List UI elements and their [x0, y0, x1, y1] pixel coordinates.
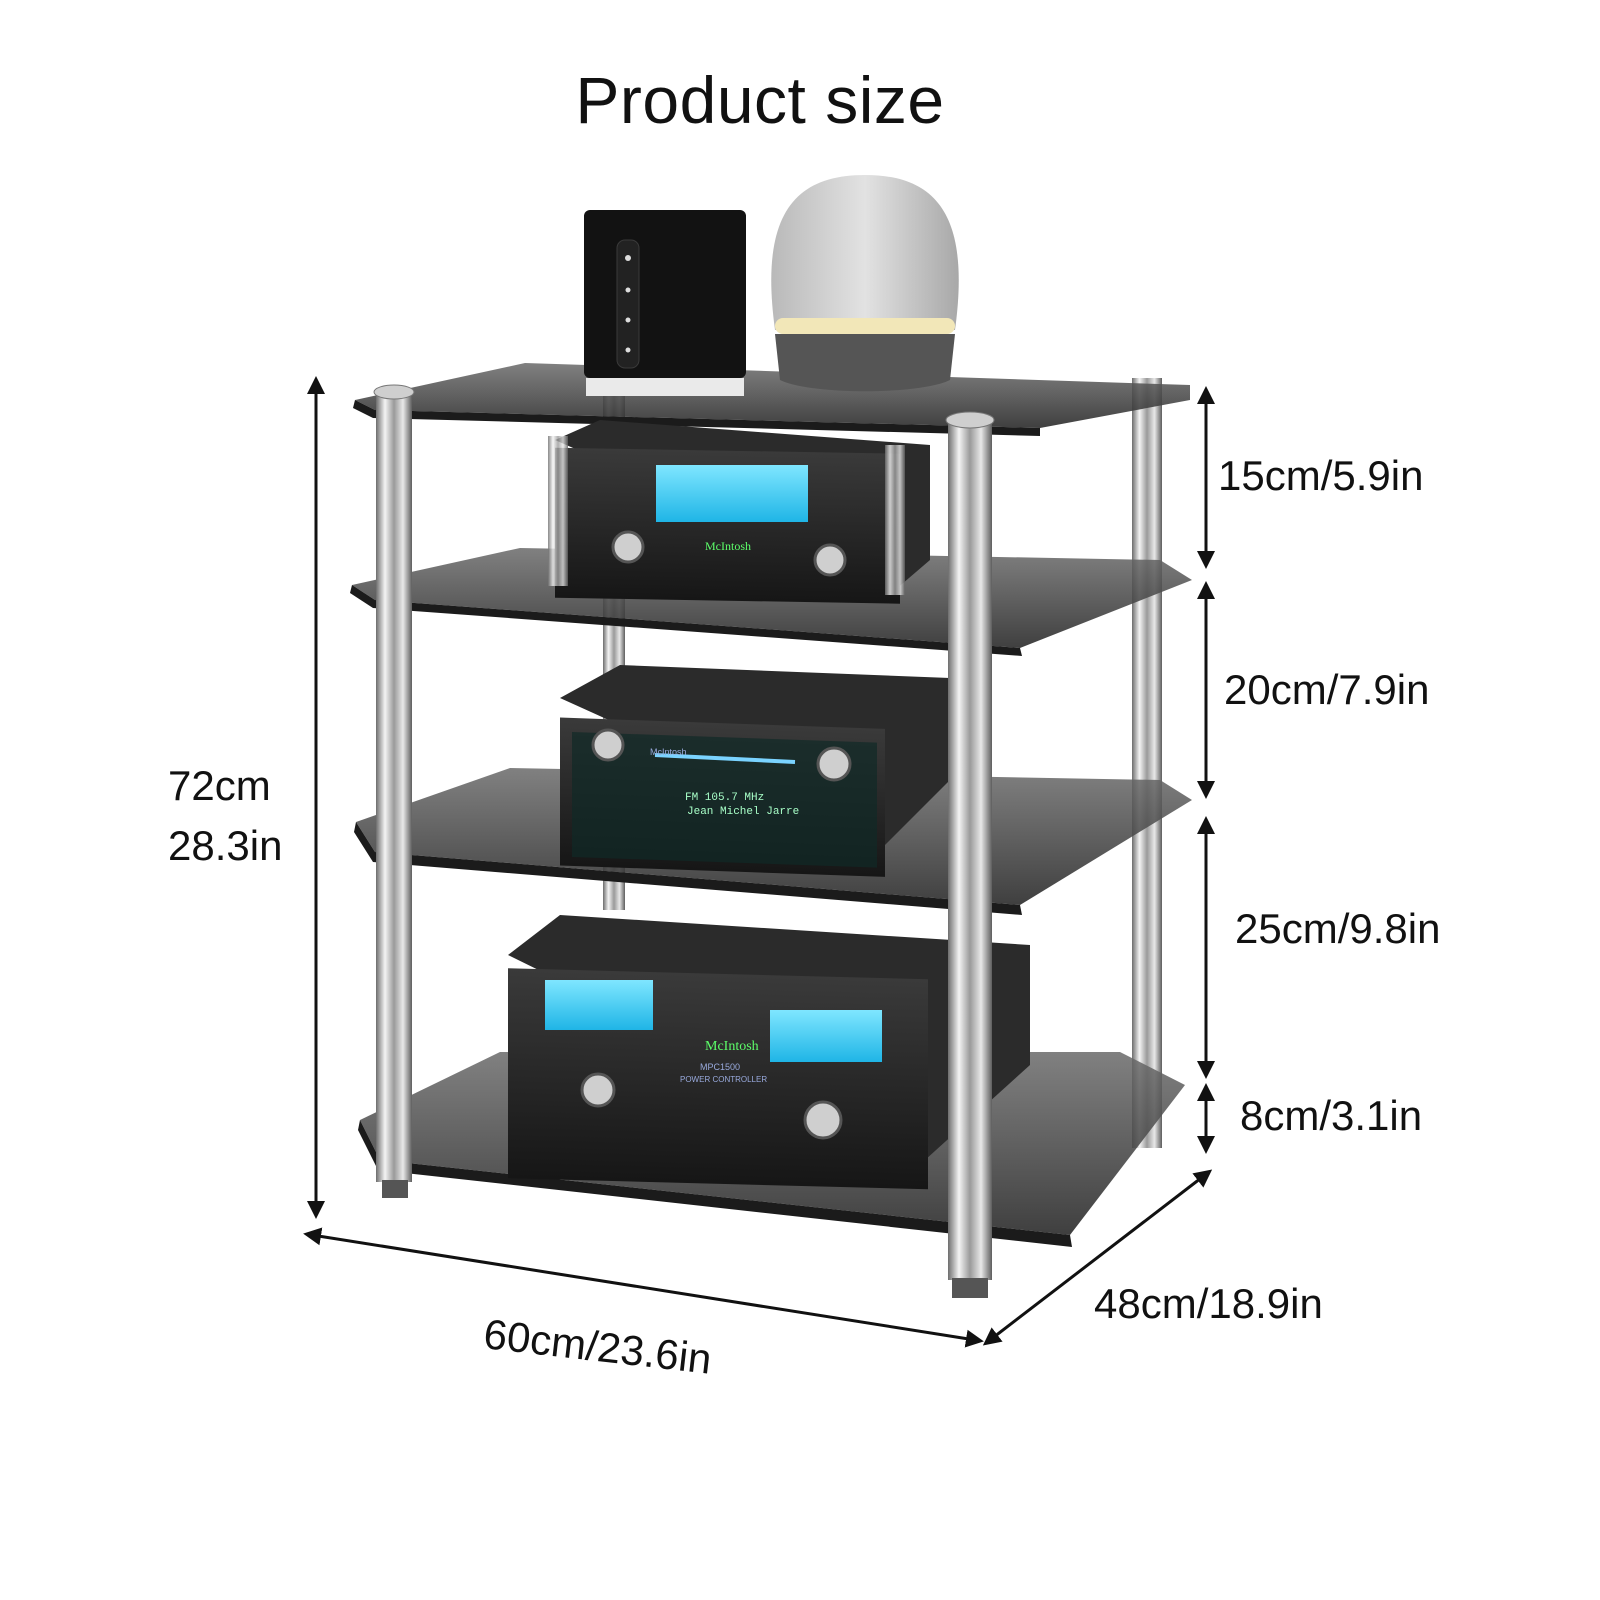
page-title: Product size — [575, 63, 945, 137]
tuner-display-line1: FM 105.7 MHz — [685, 792, 764, 804]
bottom-clearance-label: 8cm/3.1in — [1240, 1092, 1423, 1139]
knob-left — [580, 1072, 616, 1108]
top-amp-brand: McIntosh — [705, 539, 751, 553]
tuner-device: McIntosh FM 105.7 MHz Jean Michel Jarre — [560, 665, 950, 877]
bottom-amp-brand: McIntosh — [705, 1039, 759, 1054]
tuner-knob-left — [591, 728, 625, 762]
meter-right — [770, 1010, 882, 1062]
top-knob-right — [813, 543, 847, 577]
top-amp-meter — [656, 465, 808, 522]
top-shelf — [353, 363, 1190, 436]
black-speaker — [584, 210, 746, 396]
tuner-brand: McIntosh — [650, 747, 687, 757]
knob-right — [803, 1100, 843, 1140]
bottom-amp-model: MPC1500 — [700, 1062, 740, 1072]
power-controller-device: McIntosh MPC1500 POWER CONTROLLER — [508, 915, 1030, 1190]
total-height-cm: 72cm — [168, 762, 271, 809]
top-knob-left — [611, 530, 645, 564]
meter-left — [545, 980, 653, 1030]
round-smart-speaker — [771, 175, 959, 392]
total-height-label: 72cm 28.3in — [168, 756, 282, 876]
depth-label: 48cm/18.9in — [1094, 1280, 1323, 1327]
shelf-gap-1-label: 15cm/5.9in — [1218, 452, 1424, 499]
front-left-post — [373, 384, 415, 1198]
total-height-in: 28.3in — [168, 822, 283, 869]
bottom-amp-subtitle: POWER CONTROLLER — [680, 1075, 767, 1084]
back-right-post — [1132, 378, 1162, 1148]
shelf-gap-3-label: 25cm/9.8in — [1235, 905, 1441, 952]
front-right-post — [945, 411, 995, 1298]
width-arrow — [303, 1227, 984, 1348]
shelf-gap-2-label: 20cm/7.9in — [1224, 666, 1430, 713]
tuner-display-line2: Jean Michel Jarre — [687, 806, 799, 818]
depth-arrow — [982, 1169, 1213, 1346]
tuner-knob-right — [816, 746, 852, 782]
power-amplifier-device: McIntosh — [548, 420, 930, 604]
